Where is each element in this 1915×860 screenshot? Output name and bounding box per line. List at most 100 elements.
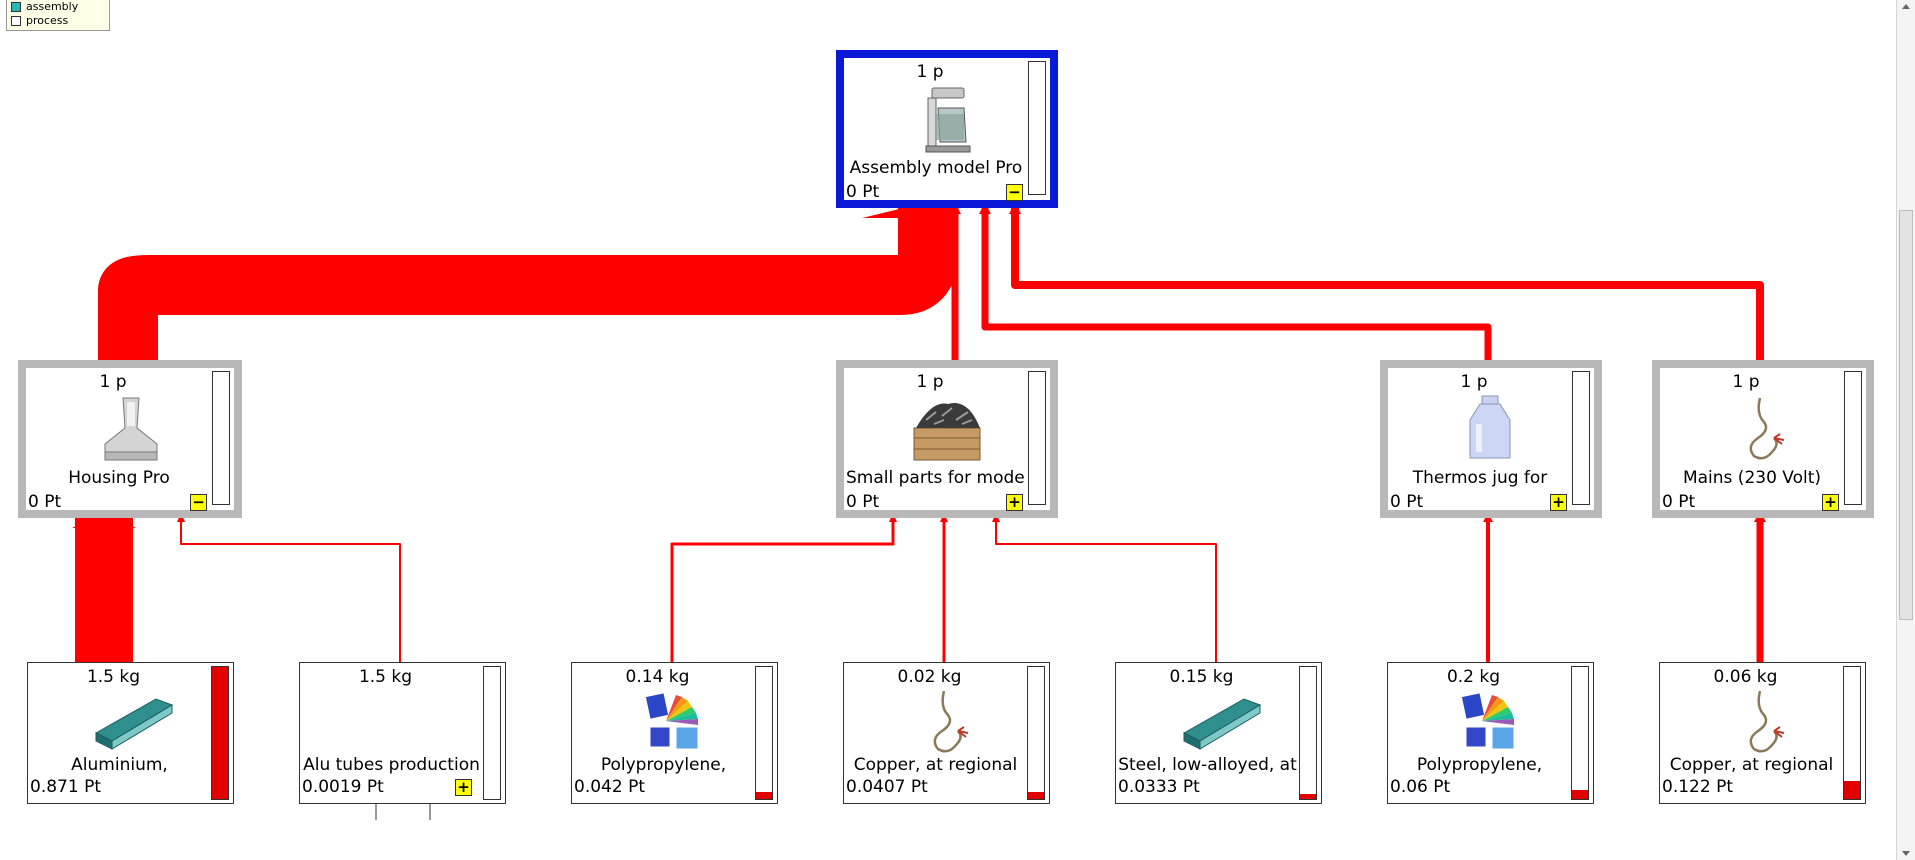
legend-label-process: process: [26, 14, 69, 27]
node-aluminium[interactable]: 1.5 kg Aluminium, 0.871 Pt: [27, 662, 234, 804]
node-name: Copper, at regional: [853, 755, 1018, 775]
node-polypropylene-1[interactable]: 0.14 kg Polypropylene, 0.042 Pt: [571, 662, 778, 804]
collapse-toggle[interactable]: −: [1006, 184, 1023, 201]
flow-pp1-to-smallparts: [670, 515, 895, 662]
node-name: Aluminium,: [71, 755, 168, 775]
scroll-down-arrow-icon[interactable]: [1902, 851, 1910, 856]
arrowhead-smallparts-root: [949, 203, 961, 214]
node-score: 0.871 Pt: [30, 777, 101, 797]
assembly-swatch-icon: [11, 2, 21, 12]
expand-toggle[interactable]: +: [1550, 494, 1567, 511]
impact-bar: [1572, 371, 1590, 505]
flow-mains-to-root: [1011, 208, 1764, 362]
impact-bar: [1843, 666, 1861, 800]
arrowhead-aluminium-housing: [72, 512, 136, 528]
node-quantity: 0.2 kg: [1446, 667, 1501, 687]
node-quantity: 1.5 kg: [358, 667, 413, 687]
node-small-parts[interactable]: 1 p Small parts for model 0 Pt +: [836, 360, 1058, 518]
node-score: 0.0407 Pt: [846, 777, 928, 797]
impact-bar: [755, 666, 773, 800]
node-quantity: 0.06 kg: [1713, 667, 1778, 687]
plastic-samples-icon: [645, 693, 698, 750]
node-name: Polypropylene,: [600, 755, 727, 775]
node-quantity: 1 p: [916, 372, 944, 392]
impact-bar-fill: [756, 792, 772, 799]
parts-pallet-icon: [913, 403, 981, 461]
node-name: Mains (230 Volt): [1682, 468, 1822, 488]
node-quantity: 0.15 kg: [1169, 667, 1234, 687]
expand-toggle[interactable]: +: [1006, 494, 1023, 511]
node-name: Steel, low-alloyed, at: [1118, 755, 1297, 775]
metal-beam-icon: [1182, 698, 1261, 750]
node-name: Thermos jug for: [1412, 468, 1548, 488]
coffee-maker-icon: [925, 87, 971, 153]
impact-bar-fill: [1028, 792, 1044, 799]
impact-bar: [212, 371, 230, 505]
jug-icon: [1469, 395, 1511, 459]
collapse-toggle[interactable]: −: [190, 494, 207, 511]
node-quantity: 0.02 kg: [897, 667, 962, 687]
impact-bar: [1028, 61, 1046, 195]
node-housing-pro[interactable]: 1 p Housing Pro 0 Pt −: [18, 360, 242, 518]
node-thermos-jug[interactable]: 1 p Thermos jug for 0 Pt +: [1380, 360, 1602, 518]
node-polypropylene-2[interactable]: 0.2 kg Polypropylene, 0.06 Pt: [1387, 662, 1594, 804]
impact-bar: [1027, 666, 1045, 800]
node-quantity: 1 p: [99, 372, 127, 392]
node-score: 0 Pt: [1662, 492, 1696, 512]
node-score: 0.042 Pt: [574, 777, 645, 797]
node-assembly-model-pro[interactable]: 1 p Assembly model Pro 0 Pt −: [836, 50, 1058, 208]
cable-icon: [1749, 690, 1784, 753]
node-mains[interactable]: 1 p Mains (230 Volt) 0 Pt +: [1652, 360, 1874, 518]
node-score: 0 Pt: [846, 182, 880, 202]
cable-icon: [933, 690, 968, 753]
arrowhead-mains-root: [1009, 203, 1021, 214]
node-quantity: 1.5 kg: [86, 667, 141, 687]
node-copper-2[interactable]: 0.06 kg Copper, at regional 0.122 Pt: [1659, 662, 1866, 804]
node-score: 0 Pt: [846, 492, 880, 512]
expand-toggle[interactable]: +: [455, 779, 472, 796]
node-quantity: 1 p: [1460, 372, 1488, 392]
legend-item-assembly: assembly: [11, 0, 109, 14]
node-name: Polypropylene,: [1416, 755, 1543, 775]
node-quantity: 1 p: [916, 62, 944, 82]
housing-icon: [104, 397, 158, 461]
cable-icon: [1749, 397, 1785, 460]
node-score: 0.0019 Pt: [302, 777, 384, 797]
impact-bar: [1844, 371, 1862, 505]
node-name: Small parts for model: [846, 468, 1026, 488]
impact-bar-fill: [1572, 789, 1588, 799]
metal-beam-icon: [94, 698, 173, 750]
node-steel[interactable]: 0.15 kg Steel, low-alloyed, at 0.0333 Pt: [1115, 662, 1322, 804]
plastic-samples-icon: [1461, 693, 1514, 750]
node-quantity: 0.14 kg: [625, 667, 690, 687]
node-name: Assembly model Pro: [849, 158, 1023, 178]
impact-bar-fill: [1844, 780, 1860, 799]
node-quantity: 1 p: [1732, 372, 1760, 392]
scrollbar-thumb[interactable]: [1899, 210, 1913, 620]
impact-bar: [1571, 666, 1589, 800]
impact-bar: [483, 666, 501, 800]
node-copper-1[interactable]: 0.02 kg Copper, at regional 0.0407 Pt: [843, 662, 1050, 804]
impact-bar-fill: [212, 667, 228, 799]
legend: assembly process: [6, 0, 110, 31]
vertical-scrollbar[interactable]: [1896, 0, 1915, 860]
process-swatch-icon: [11, 16, 21, 26]
flow-thermos-to-root: [981, 208, 1492, 362]
node-score: 0.122 Pt: [1662, 777, 1733, 797]
legend-label-assembly: assembly: [26, 0, 79, 13]
node-alu-tubes-production[interactable]: 1.5 kg Alu tubes production 0.0019 Pt +: [299, 662, 506, 804]
node-name: Alu tubes production: [303, 755, 480, 775]
node-score: 0.0333 Pt: [1118, 777, 1200, 797]
node-name: Copper, at regional: [1669, 755, 1834, 775]
expand-toggle[interactable]: +: [1822, 494, 1839, 511]
impact-bar-fill: [1300, 793, 1316, 799]
node-score: 0 Pt: [1390, 492, 1424, 512]
impact-bar: [1299, 666, 1317, 800]
node-score: 0.06 Pt: [1390, 777, 1451, 797]
impact-bar: [1028, 371, 1046, 505]
flow-steel-to-smallparts: [995, 515, 1217, 662]
scroll-up-arrow-icon[interactable]: [1902, 4, 1910, 9]
node-name: Housing Pro: [68, 468, 170, 488]
legend-item-process: process: [11, 14, 109, 28]
